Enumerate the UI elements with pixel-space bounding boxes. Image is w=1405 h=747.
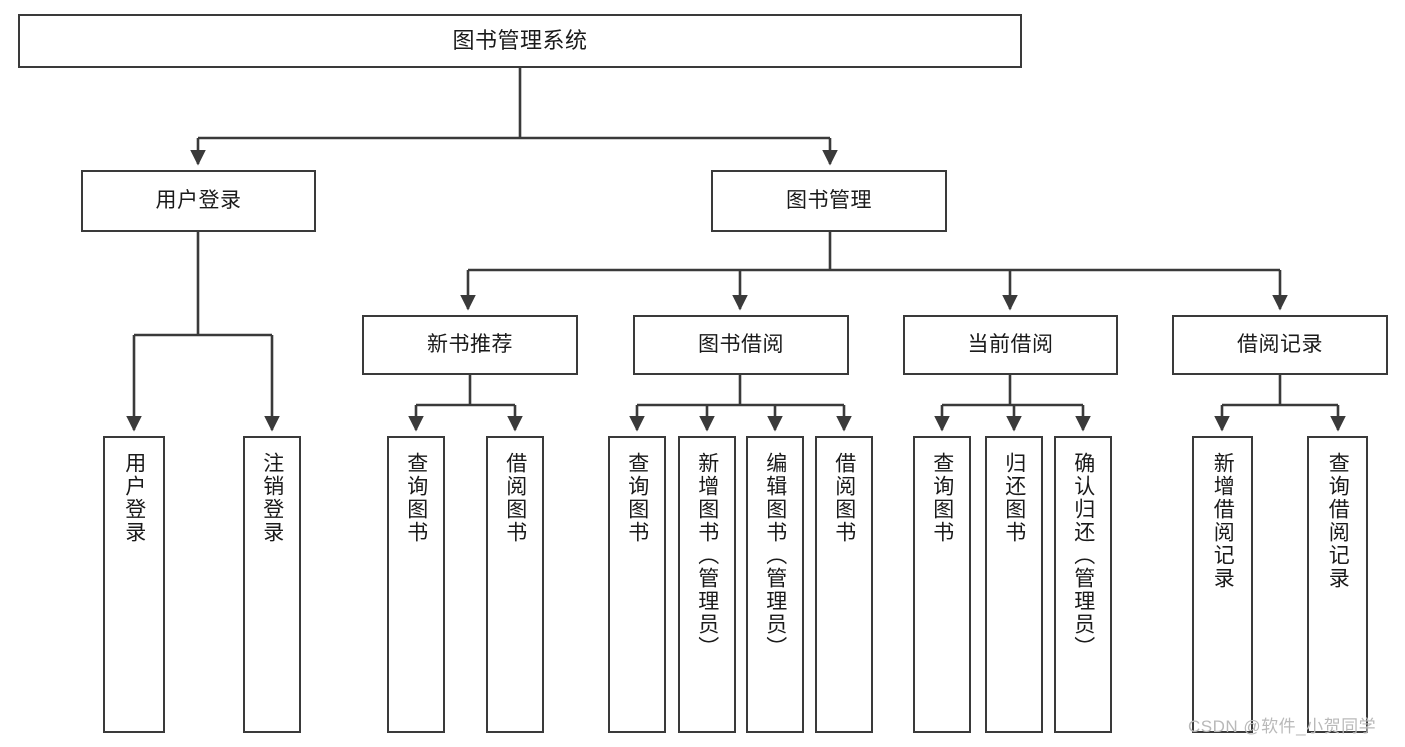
- node-label: 新增图书（管理员）: [695, 452, 719, 659]
- node-leaf-add-borrow-record[interactable]: 新增借阅记录: [1192, 436, 1253, 733]
- node-label: 编辑图书（管理员）: [763, 452, 787, 659]
- node-label: 查询图书: [930, 452, 954, 544]
- node-leaf-query-books-recommend[interactable]: 查询图书: [387, 436, 445, 733]
- node-label: 查询图书: [404, 452, 428, 544]
- node-leaf-logout[interactable]: 注销登录: [243, 436, 301, 733]
- node-label: 图书借阅: [698, 332, 784, 356]
- node-leaf-confirm-return-admin[interactable]: 确认归还（管理员）: [1054, 436, 1112, 733]
- node-root-system[interactable]: 图书管理系统: [18, 14, 1022, 68]
- node-leaf-return-book[interactable]: 归还图书: [985, 436, 1043, 733]
- node-leaf-add-book-admin[interactable]: 新增图书（管理员）: [678, 436, 736, 733]
- node-user-login[interactable]: 用户登录: [81, 170, 316, 232]
- watermark: CSDN @软件_小贺同学: [1188, 717, 1377, 736]
- node-leaf-lend-book[interactable]: 借阅图书: [815, 436, 873, 733]
- node-current-borrow[interactable]: 当前借阅: [903, 315, 1118, 375]
- node-leaf-borrow-books-recommend[interactable]: 借阅图书: [486, 436, 544, 733]
- node-label: 归还图书: [1002, 452, 1026, 544]
- node-leaf-query-borrow-record[interactable]: 查询借阅记录: [1307, 436, 1368, 733]
- node-label: 查询图书: [625, 452, 649, 544]
- node-label: 用户登录: [122, 452, 146, 544]
- node-label: 借阅图书: [832, 452, 856, 544]
- node-label: 查询借阅记录: [1326, 452, 1350, 590]
- node-leaf-user-login[interactable]: 用户登录: [103, 436, 165, 733]
- node-book-borrow[interactable]: 图书借阅: [633, 315, 849, 375]
- node-borrow-records[interactable]: 借阅记录: [1172, 315, 1388, 375]
- node-label: 借阅记录: [1237, 332, 1323, 356]
- node-label: 图书管理系统: [452, 27, 588, 53]
- node-label: 确认归还（管理员）: [1071, 452, 1095, 659]
- node-new-book-recommend[interactable]: 新书推荐: [362, 315, 578, 375]
- node-label: 注销登录: [260, 452, 284, 544]
- node-leaf-query-books-borrow[interactable]: 查询图书: [608, 436, 666, 733]
- node-label: 当前借阅: [967, 332, 1054, 356]
- node-label: 借阅图书: [503, 452, 527, 544]
- node-leaf-edit-book-admin[interactable]: 编辑图书（管理员）: [746, 436, 804, 733]
- node-label: 新增借阅记录: [1211, 452, 1235, 590]
- node-label: 新书推荐: [427, 332, 513, 356]
- node-leaf-query-books-current[interactable]: 查询图书: [913, 436, 971, 733]
- node-book-management[interactable]: 图书管理: [711, 170, 947, 232]
- node-label: 图书管理: [786, 188, 872, 212]
- node-label: 用户登录: [155, 188, 242, 212]
